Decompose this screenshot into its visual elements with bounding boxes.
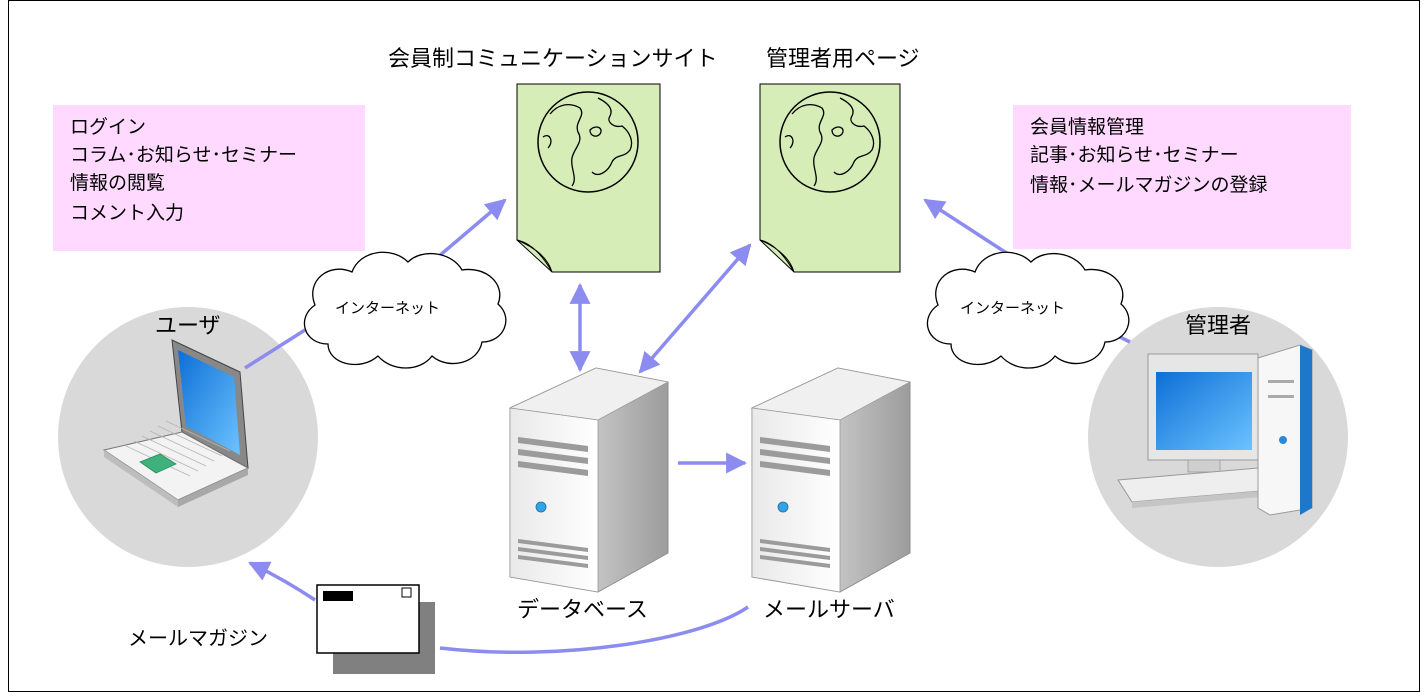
arrow-envelope-to-user — [248, 561, 316, 602]
mail-server-icon — [750, 367, 912, 593]
user-info-line-2: コラム･お知らせ･セミナー — [70, 144, 297, 166]
user-info-line-4: コメント入力 — [70, 202, 184, 224]
envelope-icon — [316, 584, 435, 674]
mail-magazine-label: メールマガジン — [128, 626, 268, 650]
mail-server-label: メールサーバ — [763, 598, 895, 623]
admin-label: 管理者 — [1185, 314, 1251, 339]
connector-mail-to-envelope — [439, 605, 749, 655]
database-server-icon — [508, 367, 670, 593]
internet-cloud-left: インターネット — [303, 251, 507, 369]
globe-icon — [537, 91, 639, 193]
admin-info-line-2: 記事･お知らせ･セミナー — [1030, 144, 1239, 166]
arrow-admin-page-database — [638, 243, 752, 374]
admin-page-title: 管理者用ページ — [766, 47, 920, 72]
user-info-line-1: ログイン — [70, 116, 146, 138]
member-site-document-icon — [516, 83, 661, 273]
user-info-box — [53, 105, 365, 251]
user-label: ユーザ — [155, 314, 221, 339]
admin-info-line-3: 情報･メールマガジンの登録 — [1030, 174, 1268, 196]
globe-icon — [779, 91, 881, 193]
user-info-line-3: 情報の閲覧 — [70, 172, 165, 194]
internet-label-right: インターネット — [960, 299, 1065, 317]
admin-info-box — [1013, 105, 1351, 249]
internet-cloud-right: インターネット — [926, 251, 1130, 369]
member-site-title: 会員制コミュニケーションサイト — [388, 47, 718, 72]
laptop-icon — [102, 339, 250, 507]
connector-user-cloud — [244, 328, 306, 370]
database-label: データベース — [517, 598, 648, 623]
internet-label-left: インターネット — [335, 299, 440, 317]
admin-page-document-icon — [759, 83, 901, 273]
desktop-computer-icon — [1117, 344, 1313, 516]
admin-info-line-1: 会員情報管理 — [1030, 116, 1144, 138]
